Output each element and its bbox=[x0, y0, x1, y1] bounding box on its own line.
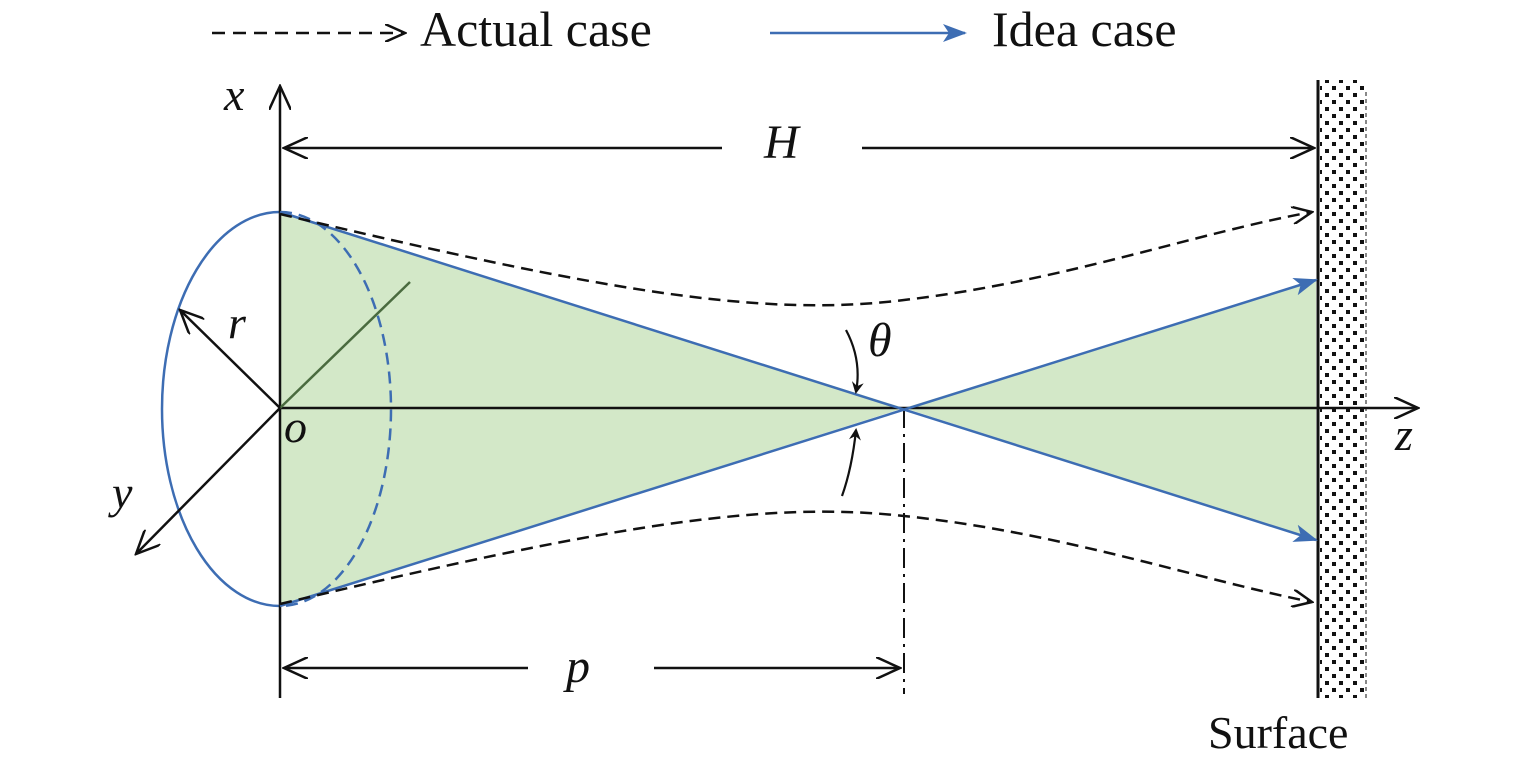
coordinate-axes: x z y o bbox=[108, 69, 1418, 698]
angle-label: θ bbox=[868, 314, 892, 367]
z-axis-label: z bbox=[1394, 409, 1413, 460]
radius-indicator: r bbox=[180, 281, 411, 409]
legend-actual-label: Actual case bbox=[420, 1, 652, 57]
ideal-ray-lower bbox=[279, 278, 1318, 608]
ideal-ray-upper bbox=[279, 210, 1318, 542]
angle-arrow-upper bbox=[845, 329, 864, 394]
surface-dotted-region bbox=[1320, 80, 1364, 698]
legend-ideal-label: Idea case bbox=[992, 1, 1177, 57]
radius-label: r bbox=[228, 297, 247, 348]
aperture-front-arc bbox=[160, 210, 281, 608]
actual-rays bbox=[279, 212, 1312, 604]
focal-distance-label: p bbox=[563, 640, 590, 693]
target-surface: Surface bbox=[1208, 80, 1367, 758]
x-axis-label: x bbox=[223, 69, 245, 120]
angle-annotation: θ bbox=[840, 314, 892, 497]
height-label: H bbox=[763, 116, 801, 169]
legend: Actual case Idea case bbox=[212, 1, 1177, 57]
origin-label: o bbox=[284, 401, 307, 452]
radius-arrow bbox=[180, 310, 281, 409]
radius-line bbox=[279, 281, 411, 409]
diverging-beam-fill bbox=[904, 280, 1316, 540]
height-dimension: H bbox=[284, 116, 1314, 169]
aperture-back-arc bbox=[279, 210, 393, 608]
y-axis-label: y bbox=[108, 467, 133, 518]
focal-distance-dimension: p bbox=[284, 640, 900, 693]
ideal-rays bbox=[279, 210, 1318, 608]
actual-ray-upper bbox=[279, 212, 1312, 307]
aperture bbox=[160, 210, 393, 608]
actual-ray-lower bbox=[279, 510, 1312, 604]
angle-arrow-lower bbox=[840, 428, 861, 497]
y-axis-line bbox=[136, 407, 281, 554]
surface-label: Surface bbox=[1208, 707, 1348, 758]
